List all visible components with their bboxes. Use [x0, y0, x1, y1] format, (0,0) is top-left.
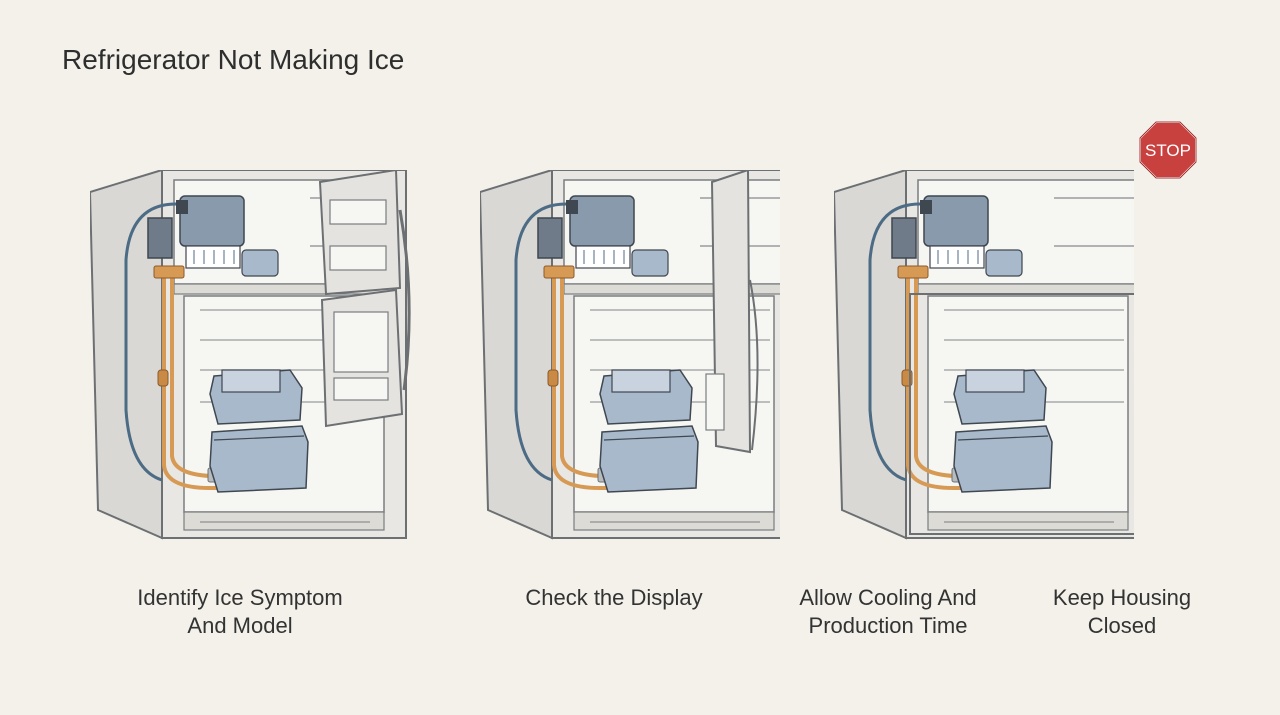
page-title: Refrigerator Not Making Ice: [62, 44, 405, 75]
step-1-line-2: And Model: [187, 613, 293, 638]
fridge-illustration-3: [834, 170, 1134, 540]
stop-sign-text: STOP: [1145, 141, 1191, 160]
step-1-label: Identify Ice Symptom And Model: [120, 584, 360, 640]
stop-sign-icon: STOP: [1139, 121, 1197, 179]
step-2-label: Check the Display: [494, 584, 734, 612]
step-3-line-2: Production Time: [808, 613, 968, 638]
step-2-line-1: Check the Display: [525, 585, 703, 610]
step-3-line-1: Allow Cooling And: [799, 585, 977, 610]
step-3-label: Allow Cooling And Production Time: [768, 584, 1008, 640]
step-4-line-1: Keep Housing: [1052, 585, 1192, 610]
fridge-illustration-2: [480, 170, 780, 540]
fridge-illustration-1: [90, 170, 411, 540]
step-4-line-2: Closed: [1087, 613, 1157, 638]
step-4-label: Keep Housing Closed: [1032, 584, 1212, 640]
step-1-line-1: Identify Ice Symptom: [137, 585, 343, 610]
